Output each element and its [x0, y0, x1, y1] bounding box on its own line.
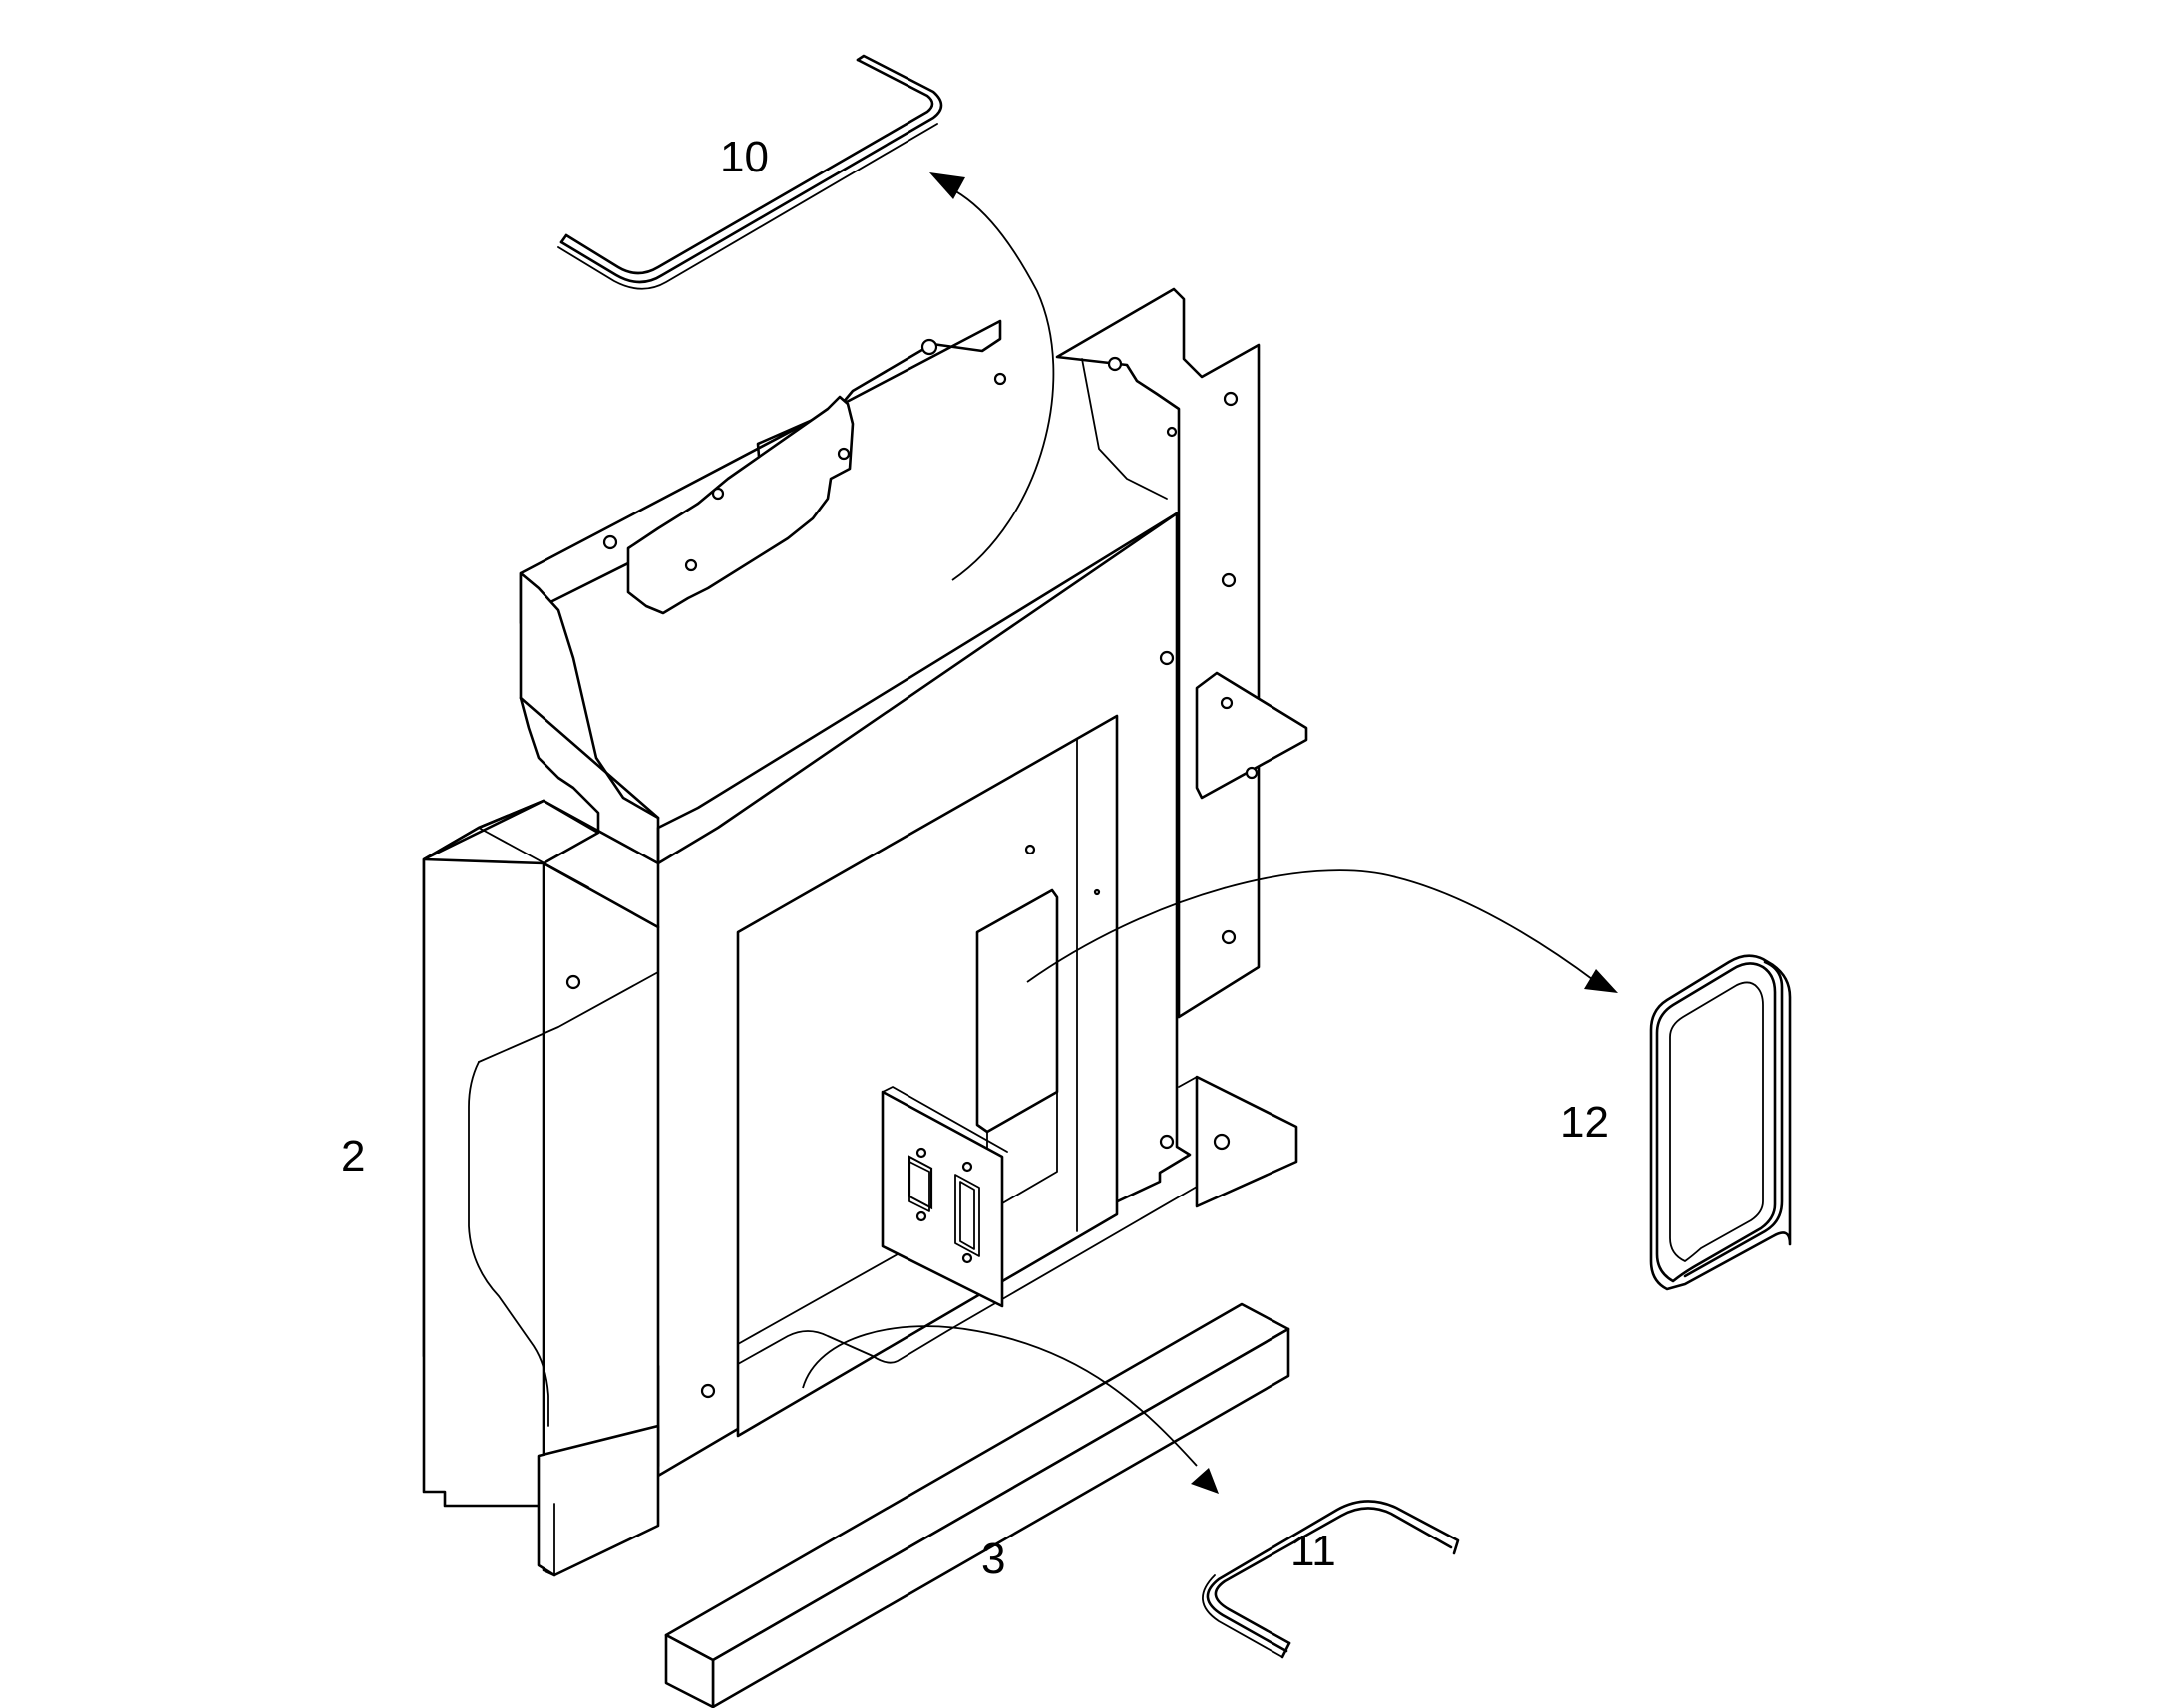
base-bar: [664, 1302, 1290, 1708]
side-bracket: [1195, 671, 1308, 800]
label-lower-seal: 11: [1290, 1527, 1336, 1575]
connector-plate: [881, 1086, 1008, 1308]
upper-seal-arrowhead: [929, 172, 965, 199]
leader-to-lower-seal: [802, 1325, 1198, 1467]
label-base-bar: 3: [981, 1535, 1005, 1583]
lower-seal-arrowhead: [1191, 1468, 1219, 1494]
label-frame: 2: [341, 1132, 365, 1181]
frame-assembly: [422, 287, 1308, 1577]
rear-right-flange: [1055, 287, 1261, 1019]
right-foot-block: [1178, 1075, 1298, 1208]
frame-inner-opening: [736, 714, 1198, 1438]
top-tray: [519, 319, 1007, 630]
gasket-pocket: [975, 888, 1059, 1207]
label-window-gasket: 12: [1560, 1098, 1609, 1147]
leader-to-upper-seal: [941, 183, 1055, 581]
label-upper-seal: 10: [720, 133, 769, 181]
gasket-arrowhead: [1584, 969, 1618, 993]
leader-arrows: [802, 172, 1618, 1494]
leader-to-gasket: [1026, 869, 1597, 983]
window-gasket: [1649, 954, 1792, 1291]
left-foot: [537, 1424, 660, 1577]
upper-seal-strip: [557, 54, 943, 290]
lower-seal-strip: [1202, 1500, 1460, 1659]
